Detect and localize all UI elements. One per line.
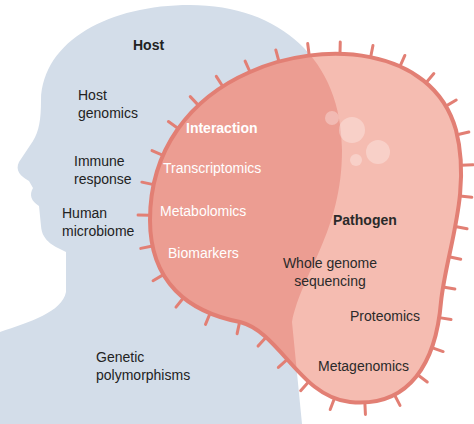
cell-spikes xyxy=(138,42,473,415)
pathogen-body xyxy=(150,54,461,403)
text-slot: Pathogen xyxy=(333,211,433,229)
interaction-method: Metabolomics xyxy=(160,202,280,220)
pathogen-method: Proteomics xyxy=(350,307,450,325)
text-slot: Biomarkers xyxy=(168,244,288,262)
region-heading: Host xyxy=(133,36,213,54)
vesicle xyxy=(325,111,339,125)
text-slot: Immune response xyxy=(74,152,146,188)
host-factor: Human microbiome xyxy=(62,204,144,240)
interaction-method: Biomarkers xyxy=(168,244,288,262)
pathogen-method: Metagenomics xyxy=(318,357,428,375)
interaction-overlap xyxy=(150,54,461,403)
pathogen-outline xyxy=(140,30,474,424)
host-factor: Host genomics xyxy=(78,86,148,122)
text-slot: Interaction xyxy=(186,119,286,137)
text-slot: Transcriptomics xyxy=(163,159,283,177)
text-slot: Host xyxy=(133,36,213,54)
vesicle xyxy=(350,154,362,166)
host-factor: Genetic polymorphisms xyxy=(96,348,200,384)
host-factor: Immune response xyxy=(74,152,146,188)
circle-label: Whole genome sequencing xyxy=(280,254,380,290)
vesicle xyxy=(366,140,390,164)
region-heading: Pathogen xyxy=(333,211,433,229)
text-slot: Metabolomics xyxy=(160,202,280,220)
text-slot: Metagenomics xyxy=(318,357,428,375)
text-slot: Proteomics xyxy=(350,307,450,325)
pathogen-border xyxy=(150,54,461,403)
text-slot: Genetic polymorphisms xyxy=(96,348,200,384)
pathogen-cell: Whole genome sequencing InteractionTransc… xyxy=(140,30,474,424)
text-slot: Host genomics xyxy=(78,86,148,122)
vesicle xyxy=(339,117,365,143)
region-heading: Interaction xyxy=(186,119,286,137)
text-slot: Human microbiome xyxy=(62,204,144,240)
interaction-method: Transcriptomics xyxy=(163,159,283,177)
